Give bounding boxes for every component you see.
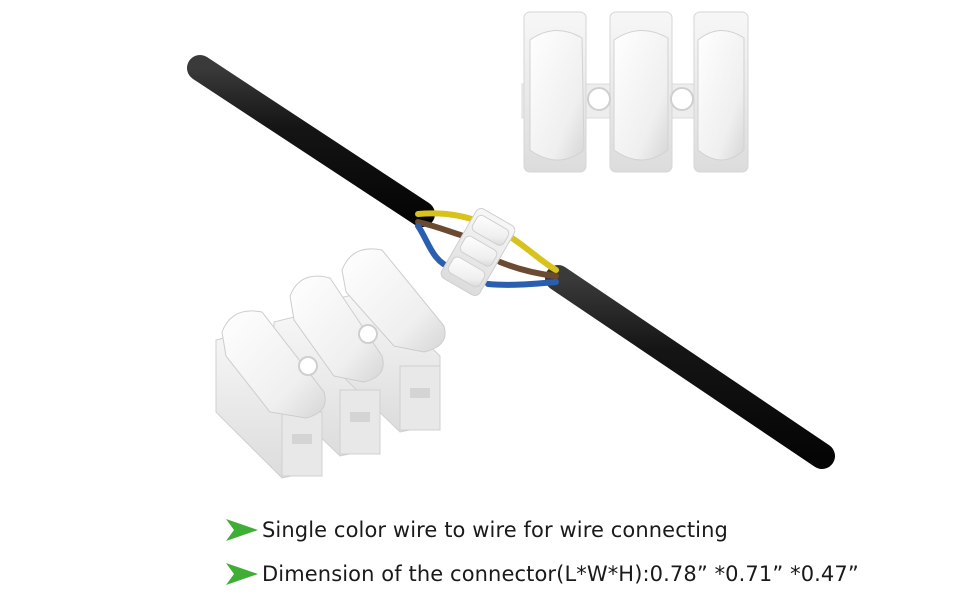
cable-right [545, 265, 835, 469]
feature-item: Single color wire to wire for wire conne… [224, 514, 859, 546]
inline-connector [440, 208, 516, 296]
feature-text: Dimension of the connector(L*W*H):0.78” … [262, 562, 859, 586]
arrow-bullet-icon [226, 563, 258, 585]
arrow-bullet-icon [226, 519, 258, 541]
feature-list: Single color wire to wire for wire conne… [224, 514, 859, 602]
feature-item: Dimension of the connector(L*W*H):0.78” … [224, 558, 859, 590]
connector-perspective-view [215, 248, 446, 479]
feature-text: Single color wire to wire for wire conne… [262, 518, 728, 542]
connector-top-view [521, 11, 749, 173]
cable-left [187, 55, 435, 227]
